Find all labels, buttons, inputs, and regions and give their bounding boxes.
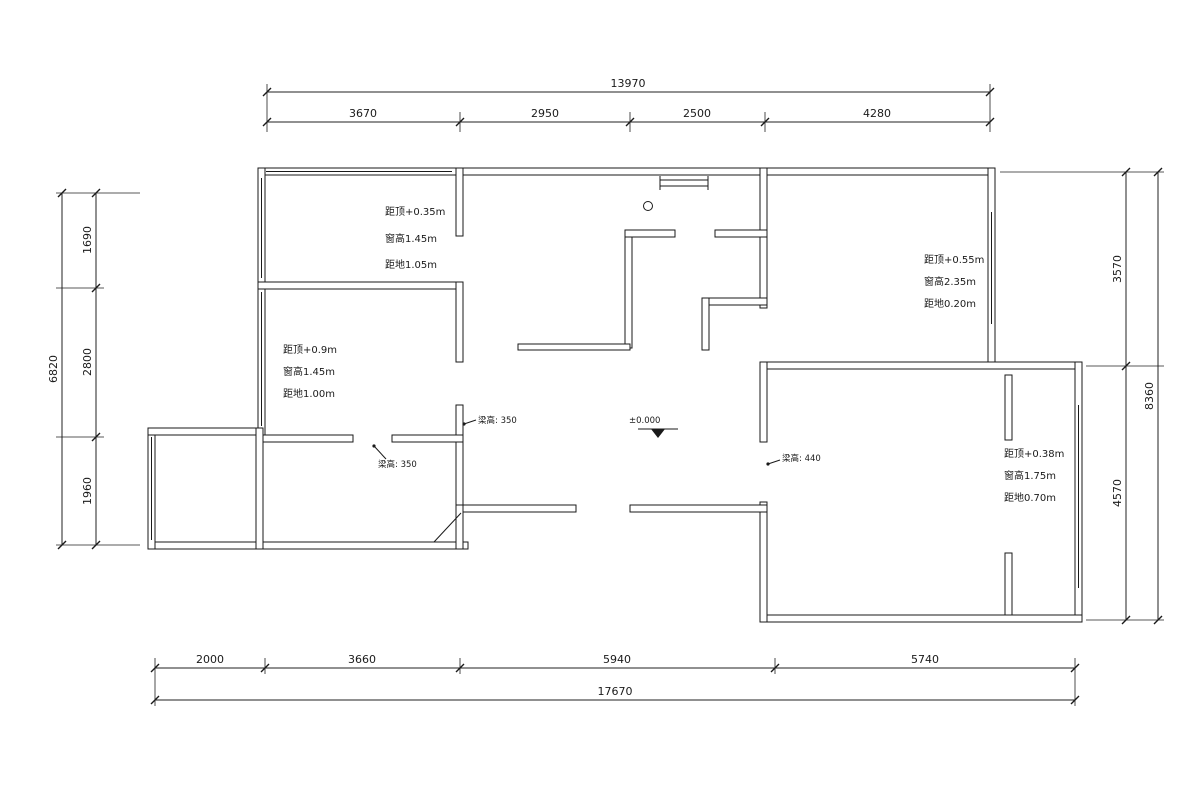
dim-left-seg-1: 2800 xyxy=(81,348,94,376)
wall-smallroom-divider xyxy=(255,427,264,550)
wall-livingroom-bottom xyxy=(759,614,1083,623)
beam-living-label: 梁高: 440 xyxy=(782,453,821,464)
dim-extension-lines xyxy=(56,84,1164,706)
dim-top-overall: 13970 xyxy=(611,77,646,90)
wall-hall-bottom-west xyxy=(459,504,577,513)
dim-top-seg-1: 2950 xyxy=(531,107,559,120)
wall-core-b xyxy=(455,281,464,363)
dimension-lines xyxy=(56,84,1164,706)
dim-left-seg-2: 1960 xyxy=(81,477,94,505)
note-midleft-1: 距顶+0.9m xyxy=(283,344,337,356)
wall-hall-bottom-east xyxy=(629,504,768,513)
note-topright-1: 距顶+0.55m xyxy=(924,254,984,266)
wall-center-vertical xyxy=(624,229,633,349)
note-topright-2: 窗高2.35m xyxy=(924,275,976,288)
dim-left-overall: 6820 xyxy=(47,355,60,383)
dim-left-seg-0: 1690 xyxy=(81,226,94,254)
leader-line xyxy=(373,445,387,460)
wall-inner-l-vert xyxy=(701,297,710,351)
windows xyxy=(151,171,1079,588)
note-bottomright-2: 窗高1.75m xyxy=(1004,469,1056,482)
beam-annotations: 梁高: 350 梁高: 350 梁高: 440 xyxy=(372,415,821,470)
note-topleft-2: 窗高1.45m xyxy=(385,232,437,245)
level-marker: ±0.000 xyxy=(629,416,678,438)
dim-top-seg-2: 2500 xyxy=(683,107,711,120)
wall-livingroom-top xyxy=(759,361,1083,370)
dimension-labels: 13970 3670 2950 2500 4280 6820 1690 2800… xyxy=(47,77,1156,698)
leader-line xyxy=(767,459,781,465)
dim-top-seg-0: 3670 xyxy=(349,107,377,120)
dim-right-overall: 8360 xyxy=(1143,382,1156,410)
beam-room-label: 梁高: 350 xyxy=(378,459,417,470)
wall-divider-midleft-bc-west xyxy=(257,434,354,443)
beam-hall-label: 梁高: 350 xyxy=(478,415,517,426)
wall-extension-top xyxy=(147,427,264,436)
wall-divider-midleft-bc-east xyxy=(391,434,464,443)
flue-lines xyxy=(659,176,709,190)
corner-diagonal xyxy=(433,512,462,543)
wall-core-a xyxy=(455,167,464,237)
dim-bottom-seg-0: 2000 xyxy=(196,653,224,666)
dim-bottom-overall: 17670 xyxy=(598,685,633,698)
wall-bottomcenter-bottom xyxy=(147,541,469,550)
wall-topright-left xyxy=(759,167,768,309)
level-label: ±0.000 xyxy=(629,416,660,426)
note-midleft-2: 窗高1.45m xyxy=(283,365,335,378)
wall-livingroom-left-lower xyxy=(759,501,768,623)
note-topleft-1: 距顶+0.35m xyxy=(385,206,445,218)
note-topleft-3: 距地1.05m xyxy=(385,258,437,271)
wall-bc-right-lower xyxy=(455,504,464,550)
dim-right-seg-1: 4570 xyxy=(1111,479,1124,507)
wall-balcony-stub-upper xyxy=(1004,374,1013,441)
room-notes: 距顶+0.35m 窗高1.45m 距地1.05m 距顶+0.9m 窗高1.45m… xyxy=(283,206,1064,504)
level-triangle-icon xyxy=(651,429,665,438)
drain-symbol xyxy=(643,201,653,211)
dim-top-seg-3: 4280 xyxy=(863,107,891,120)
note-bottomright-3: 距地0.70m xyxy=(1004,491,1056,504)
wall-core-c xyxy=(455,404,464,513)
wall-center-horiz-west xyxy=(624,229,676,238)
dim-bottom-seg-2: 5940 xyxy=(603,653,631,666)
note-bottomright-1: 距顶+0.38m xyxy=(1004,448,1064,460)
wall-livingroom-left-upper xyxy=(759,361,768,443)
dim-right-seg-0: 3570 xyxy=(1111,255,1124,283)
dim-lines xyxy=(61,91,1159,701)
wall-divider-topleft-midleft xyxy=(257,281,464,290)
dim-bottom-seg-3: 5740 xyxy=(911,653,939,666)
wall-counter xyxy=(517,343,631,351)
dim-bottom-seg-1: 3660 xyxy=(348,653,376,666)
note-topright-3: 距地0.20m xyxy=(924,297,976,310)
note-midleft-3: 距地1.00m xyxy=(283,387,335,400)
wall-center-horiz-east xyxy=(714,229,768,238)
wall-balcony-stub-lower xyxy=(1004,552,1013,616)
leader-line xyxy=(463,419,477,425)
interior-walls xyxy=(255,167,1013,616)
dim-ticks xyxy=(57,87,1163,705)
wall-inner-l-horiz xyxy=(704,297,768,306)
fixtures xyxy=(433,176,709,543)
